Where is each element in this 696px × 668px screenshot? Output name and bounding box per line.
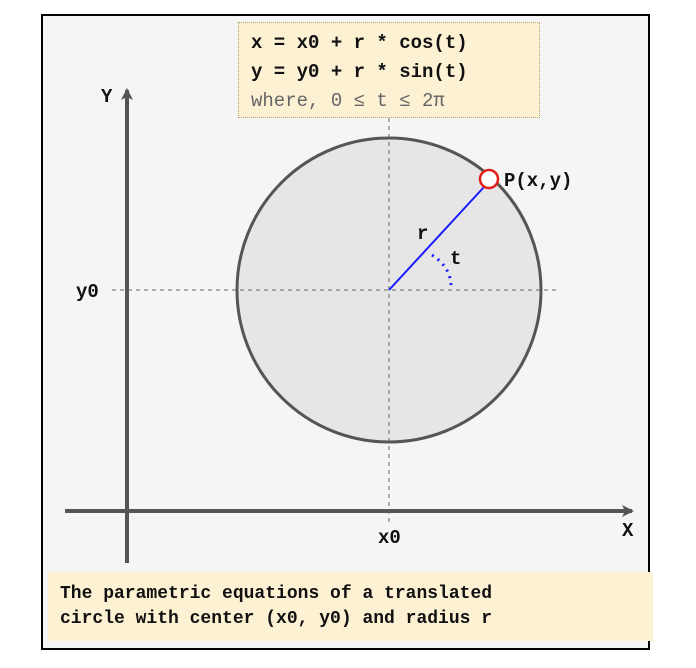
angle-label: t <box>450 248 461 270</box>
y0-label: y0 <box>76 281 99 303</box>
caption-line-1: The parametric equations of a translated <box>60 584 493 604</box>
caption-box: The parametric equations of a translated… <box>48 572 653 641</box>
angle-arc <box>431 253 453 290</box>
radius-label: r <box>417 223 428 245</box>
x0-label: x0 <box>378 527 401 549</box>
point-p-marker <box>478 168 500 190</box>
equations-box: x = x0 + r * cos(t) y = y0 + r * sin(t) … <box>238 22 540 118</box>
caption-line-2: circle with center (x0, y0) and radius r <box>60 609 493 629</box>
equation-y: y = y0 + r * sin(t) <box>251 61 468 83</box>
point-label: P(x,y) <box>504 170 572 192</box>
equation-domain: where, 0 ≤ t ≤ 2π <box>251 90 445 112</box>
radius-line <box>388 186 485 291</box>
equation-x: x = x0 + r * cos(t) <box>251 32 468 54</box>
x-axis-label: X <box>622 520 634 542</box>
y-axis-label: Y <box>101 86 113 108</box>
